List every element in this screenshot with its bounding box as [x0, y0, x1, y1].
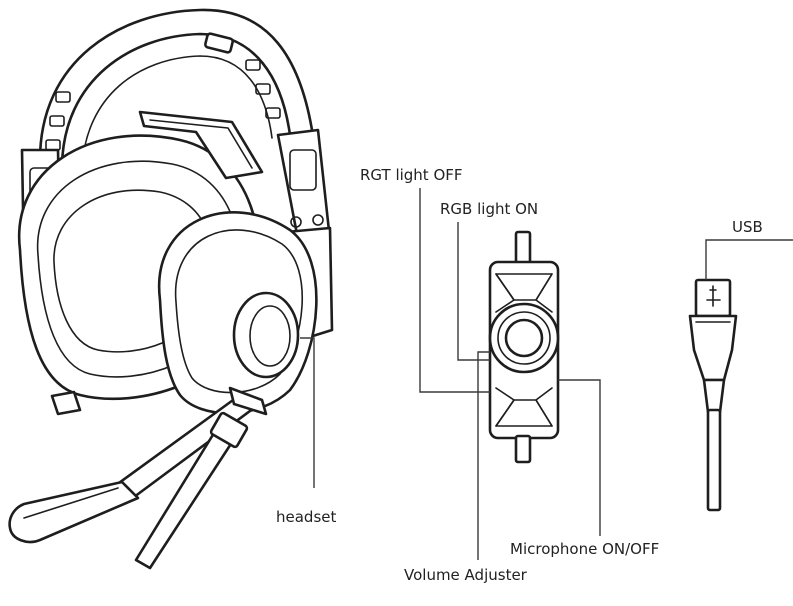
usb-leader — [705, 239, 793, 280]
headset-icon — [8, 8, 334, 570]
rgt-light-off-leader — [419, 188, 490, 393]
volume-adjuster-label: Volume Adjuster — [404, 566, 527, 584]
microphone-on-off-label: Microphone ON/OFF — [510, 540, 660, 558]
inline-controller-icon — [488, 230, 560, 464]
rgb-light-on-leader — [457, 222, 490, 361]
headset-leader — [300, 337, 315, 488]
leader-lines — [300, 188, 793, 560]
rgt-light-off-label: RGT light OFF — [360, 166, 463, 184]
headset-label: headset — [276, 508, 337, 526]
rgb-light-on-label: RGB light ON — [440, 200, 539, 218]
microphone-leader — [558, 379, 601, 536]
volume-adjuster-leader — [477, 351, 490, 560]
usb-plug-icon — [688, 278, 738, 512]
usb-label: USB — [732, 218, 763, 236]
